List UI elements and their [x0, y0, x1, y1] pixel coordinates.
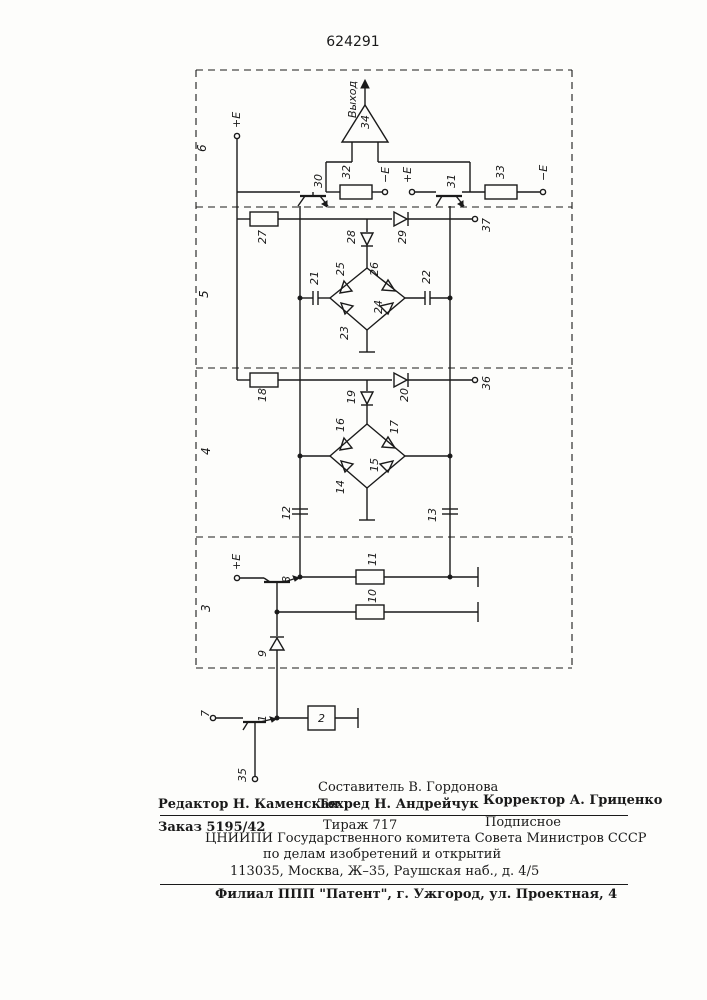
svg-text:30: 30: [312, 174, 325, 188]
svg-text:25: 25: [334, 262, 347, 276]
svg-text:7: 7: [199, 710, 212, 717]
svg-text:2: 2: [318, 712, 325, 725]
techred-line: Техред Н. Андрейчук: [318, 797, 479, 812]
svg-text:−E: −E: [537, 165, 550, 181]
svg-text:31: 31: [445, 174, 458, 188]
address-line: 113035, Москва, Ж–35, Раушская наб., д. …: [230, 864, 539, 879]
compiler-line: Составитель В. Гордонова: [318, 780, 498, 795]
supply-plus-e-30: +E: [230, 112, 300, 192]
svg-text:29: 29: [396, 230, 409, 244]
svg-text:17: 17: [388, 420, 401, 434]
divider-bottom: [160, 884, 628, 885]
output-label: Выход: [346, 81, 359, 118]
svg-text:16: 16: [334, 418, 347, 432]
svg-text:+E: +E: [230, 112, 243, 128]
corrector-line: Корректор А. Гриценко: [483, 793, 662, 808]
block-label-5: 5: [197, 290, 211, 298]
block-5-input: 27 29 37 28 25 26 23 24 21: [237, 212, 493, 352]
svg-text:37: 37: [480, 218, 493, 232]
svg-text:14: 14: [334, 480, 347, 494]
block-label-6: 6: [195, 144, 209, 152]
block-label-3: 3: [199, 604, 213, 612]
svg-text:−E: −E: [379, 167, 392, 183]
svg-text:36: 36: [480, 376, 493, 390]
editor-line: Редактор Н. Каменская: [158, 797, 339, 812]
branch-line: Филиал ППП "Патент", г. Ужгород, ул. Про…: [215, 887, 617, 902]
svg-text:13: 13: [426, 508, 439, 522]
subscription-line: Подписное: [485, 815, 561, 830]
svg-text:15: 15: [368, 458, 381, 472]
svg-text:34: 34: [359, 115, 372, 129]
svg-text:18: 18: [256, 388, 269, 402]
svg-text:12: 12: [280, 506, 293, 520]
svg-text:+E: +E: [401, 167, 414, 183]
svg-text:32: 32: [340, 165, 353, 179]
svg-text:8: 8: [280, 576, 293, 583]
svg-text:28: 28: [345, 230, 358, 244]
bus-lines: [237, 192, 450, 577]
svg-text:33: 33: [494, 165, 507, 179]
patent-number: 624291: [326, 34, 379, 50]
resistor-32: 32 −E: [340, 165, 392, 199]
svg-text:11: 11: [366, 552, 379, 566]
transistor-31: 31: [436, 174, 485, 207]
svg-text:+E: +E: [230, 554, 243, 570]
org-line-2: по делам изобретений и открытий: [263, 847, 501, 862]
resistor-33: 33 −E: [485, 165, 550, 199]
svg-text:27: 27: [256, 230, 269, 244]
svg-text:23: 23: [338, 326, 351, 340]
svg-text:26: 26: [368, 262, 381, 276]
svg-text:21: 21: [308, 271, 321, 285]
svg-text:10: 10: [366, 589, 379, 603]
block-3-input: +E 8 11 10 9: [230, 552, 478, 718]
svg-text:1: 1: [256, 715, 269, 722]
svg-text:19: 19: [345, 390, 358, 404]
svg-text:20: 20: [398, 388, 411, 402]
svg-text:9: 9: [256, 650, 269, 657]
svg-text:22: 22: [420, 270, 433, 284]
block-label-4: 4: [199, 447, 213, 455]
input-stage: 7 1 35 2: [199, 706, 358, 782]
supply-plus-e-31: +E: [401, 167, 436, 195]
svg-text:24: 24: [372, 300, 385, 314]
block-4-input: 18 20 36 19 16 17 14 15 12: [237, 373, 493, 522]
svg-text:35: 35: [236, 768, 249, 782]
transistor-30: 30: [298, 174, 340, 207]
org-line-1: ЦНИИПИ Государственного комитета Совета …: [205, 831, 647, 846]
